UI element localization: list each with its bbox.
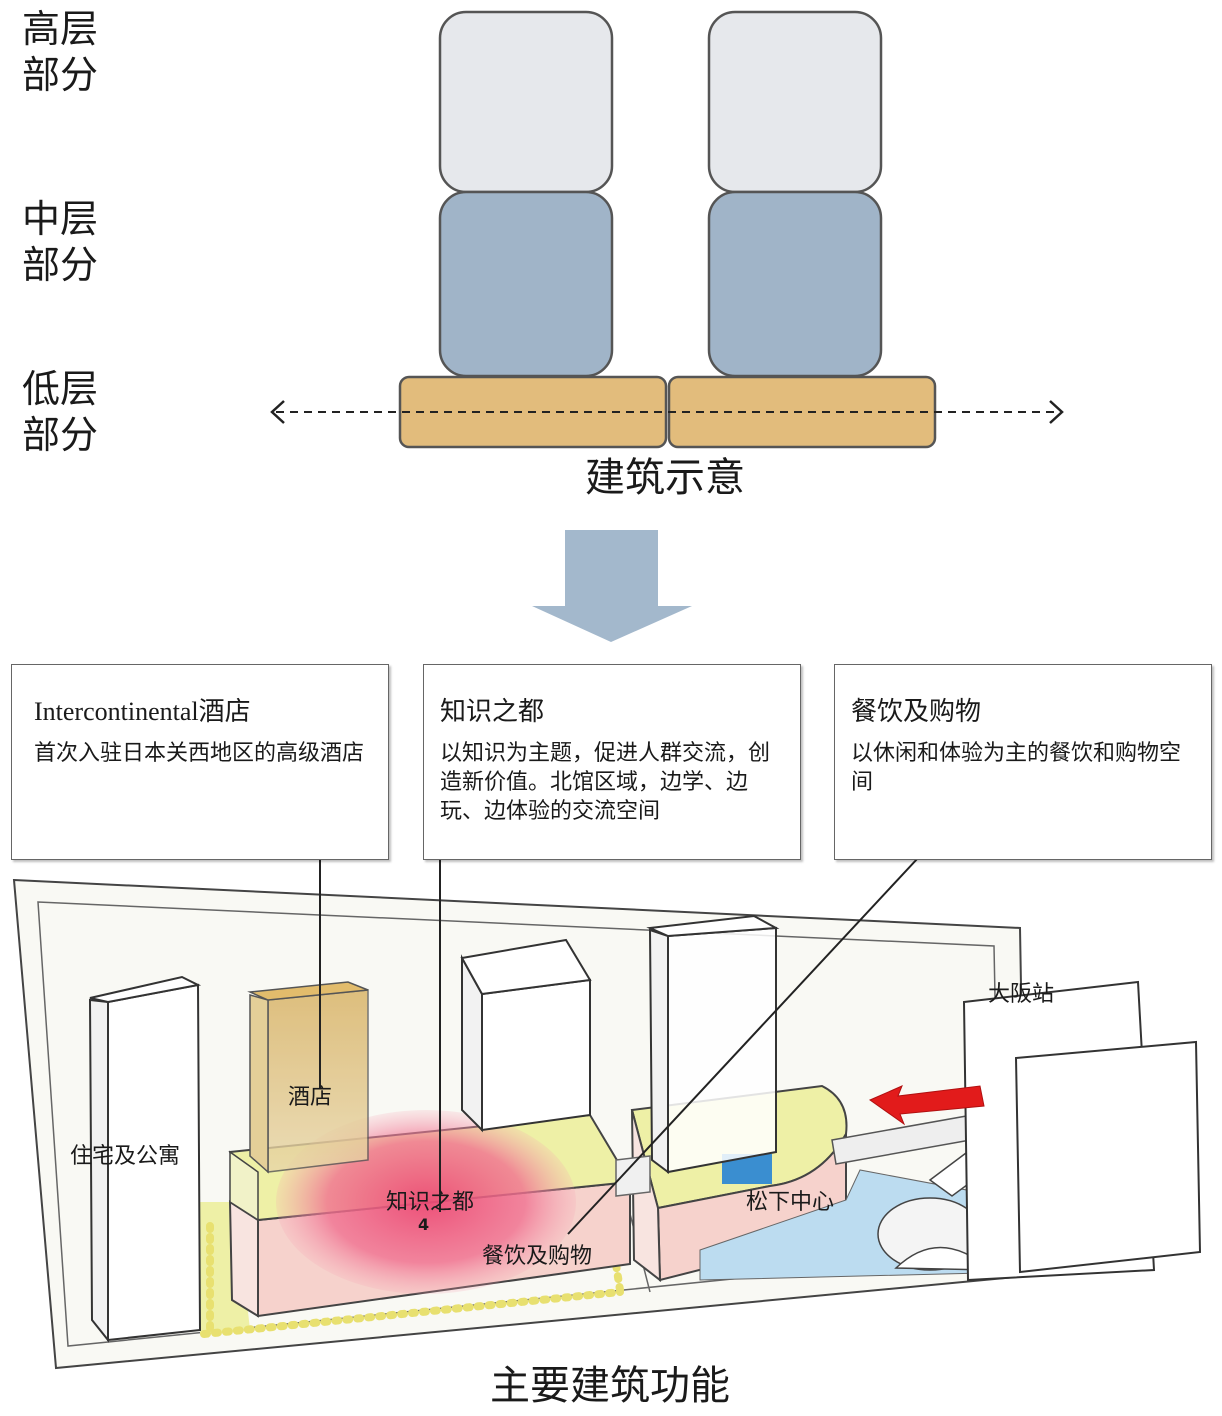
level-label-high: 高层 部分 — [22, 6, 98, 98]
level-label-low-line1: 低层 — [22, 367, 99, 411]
axis-arrowhead-left — [270, 400, 285, 424]
hotel-tower-top — [247, 981, 369, 1001]
label-marker-number: 4 — [418, 1215, 430, 1234]
hotel-tower-side — [249, 994, 269, 1174]
label-osaka-station: 大阪站 — [988, 982, 1055, 1007]
level-label-low-line2: 部分 — [22, 413, 99, 457]
label-knowledge: 知识之都 — [386, 1190, 475, 1215]
podium-top-edge — [229, 1150, 259, 1222]
dotted-path-bottom — [200, 1288, 624, 1338]
callout-hotel-body: 首次入驻日本关西地区的高级酒店 — [34, 741, 365, 766]
callout-hotel: Intercontinental酒店 首次入驻日本关西地区的高级酒店 — [11, 664, 389, 860]
label-matsushita-center: 松下中心 — [746, 1190, 835, 1215]
function-map — [12, 857, 1202, 1370]
hotel-tower-front — [267, 989, 369, 1173]
caption-main-functions: 主要建筑功能 — [490, 1363, 730, 1409]
callout-dining-title: 餐饮及购物 — [851, 697, 982, 727]
callout-dining: 餐饮及购物 以休闲和体验为主的餐饮和购物空间 — [834, 664, 1212, 860]
leader-line-dining — [567, 857, 919, 1235]
right-tower-top — [646, 914, 780, 938]
residential-tower-side — [88, 998, 109, 1343]
building-schematic — [270, 10, 1064, 449]
label-residential: 住宅及公寓 — [70, 1144, 181, 1169]
label-dining: 餐饮及购物 — [482, 1244, 593, 1269]
label-hotel: 酒店 — [288, 1085, 333, 1110]
high-block-right — [707, 10, 883, 194]
red-arrow-icon — [868, 1085, 985, 1126]
mid-block-left — [438, 190, 614, 378]
down-arrow-icon — [532, 530, 692, 642]
callout-hotel-title: Intercontinental酒店 — [34, 697, 251, 726]
right-tower-front — [667, 926, 777, 1174]
callout-knowledge-title: 知识之都 — [440, 697, 545, 727]
level-label-mid-line1: 中层 — [22, 197, 99, 241]
level-label-low: 低层 部分 — [22, 366, 98, 458]
callout-knowledge-body: 以知识为主题，促进人群交流，创造新价值。北馆区域，边学、边玩、边体验的交流空间 — [440, 741, 771, 824]
podium-side — [228, 1200, 259, 1318]
high-block-left — [438, 10, 614, 194]
level-label-mid: 中层 部分 — [22, 196, 98, 288]
level-label-high-line2: 部分 — [22, 53, 99, 97]
axis-arrowhead-right — [1049, 400, 1064, 424]
osaka-station-block-front — [1014, 1040, 1202, 1274]
mid-block-right — [707, 190, 883, 378]
callout-knowledge: 知识之都 以知识为主题，促进人群交流，创造新价值。北馆区域，边学、边玩、边体验的… — [423, 664, 801, 860]
residential-tower-top — [89, 975, 202, 1004]
level-label-mid-line2: 部分 — [22, 243, 99, 287]
level-label-high-line1: 高层 — [22, 7, 99, 51]
caption-building-diagram: 建筑示意 — [585, 455, 745, 501]
middle-tower-front — [481, 978, 591, 1132]
callout-dining-body: 以休闲和体验为主的餐饮和购物空间 — [851, 741, 1182, 795]
middle-tower-top — [460, 938, 592, 996]
